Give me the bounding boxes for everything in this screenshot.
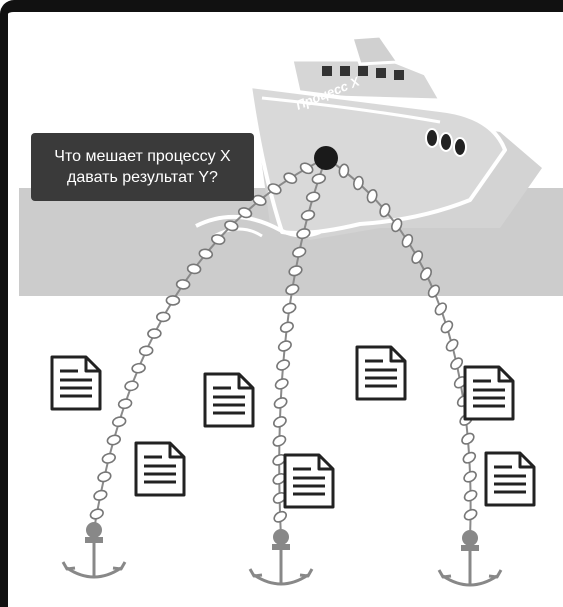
chain-link — [463, 489, 478, 502]
chain-link — [106, 434, 121, 446]
chain-hub — [314, 146, 338, 170]
document-icon — [134, 441, 186, 497]
chain-link — [292, 246, 307, 258]
chain-link — [285, 283, 300, 296]
chain-link — [366, 189, 378, 204]
chain-link — [97, 471, 112, 483]
chain-link — [440, 320, 454, 334]
anchor-icon — [248, 527, 314, 587]
chain-link — [283, 172, 298, 184]
chain-link — [299, 162, 314, 175]
document-icon — [203, 372, 255, 428]
chain-link — [274, 378, 289, 390]
chain-link — [411, 250, 424, 264]
chain-link — [277, 340, 292, 352]
anchor-icon — [61, 520, 127, 580]
chain-links — [89, 162, 478, 523]
chain-link — [379, 203, 391, 218]
chain-link — [462, 451, 477, 464]
chain-link — [445, 338, 459, 352]
chain-link — [224, 220, 239, 232]
anchor-icon — [437, 528, 503, 588]
chain-link — [272, 416, 287, 428]
chain-link — [300, 209, 316, 221]
chain-link — [311, 173, 327, 185]
chain-link — [267, 183, 282, 195]
chain-link — [461, 432, 475, 445]
chain-link — [175, 279, 191, 290]
question-bubble: Что мешает процессу X давать результат Y… — [31, 133, 254, 201]
chain-link — [305, 191, 321, 203]
chain-link — [288, 265, 303, 277]
chain-link — [156, 311, 171, 323]
chain-link — [419, 267, 433, 281]
document-icon — [355, 345, 407, 401]
chain-link — [427, 284, 441, 298]
chain-link — [276, 359, 291, 371]
chain-link — [131, 362, 146, 374]
chain-link — [296, 228, 311, 240]
chain-link — [93, 489, 108, 501]
chain-link — [273, 510, 288, 523]
chain-link — [338, 163, 350, 179]
question-line-2: давать результат Y? — [67, 169, 218, 186]
chain-link — [463, 470, 477, 483]
question-line-1: Что мешает процессу X — [54, 148, 231, 165]
chain-link — [165, 295, 181, 306]
chain-link — [282, 302, 297, 314]
document-icon — [50, 355, 102, 411]
chain-link — [391, 218, 403, 233]
document-icon — [484, 451, 536, 507]
chain-link — [117, 398, 133, 410]
chain-link — [138, 345, 154, 357]
document-icon — [283, 453, 335, 509]
chain-link — [186, 263, 202, 275]
chain-link — [124, 380, 139, 392]
chain-link — [210, 234, 226, 245]
chain-link — [463, 508, 478, 521]
chain-link — [111, 416, 127, 428]
chain-link — [272, 435, 287, 447]
chain-link — [147, 328, 162, 339]
chain-link — [450, 357, 464, 370]
chain-link — [352, 175, 364, 191]
chain-link — [401, 233, 414, 248]
chain-link — [101, 452, 116, 464]
chain-link — [237, 207, 253, 219]
chain-link — [89, 508, 104, 520]
chain-link — [273, 397, 288, 409]
document-icon — [463, 365, 515, 421]
chain-link — [434, 302, 448, 316]
chain-link — [198, 248, 214, 260]
chain-link — [279, 321, 294, 333]
